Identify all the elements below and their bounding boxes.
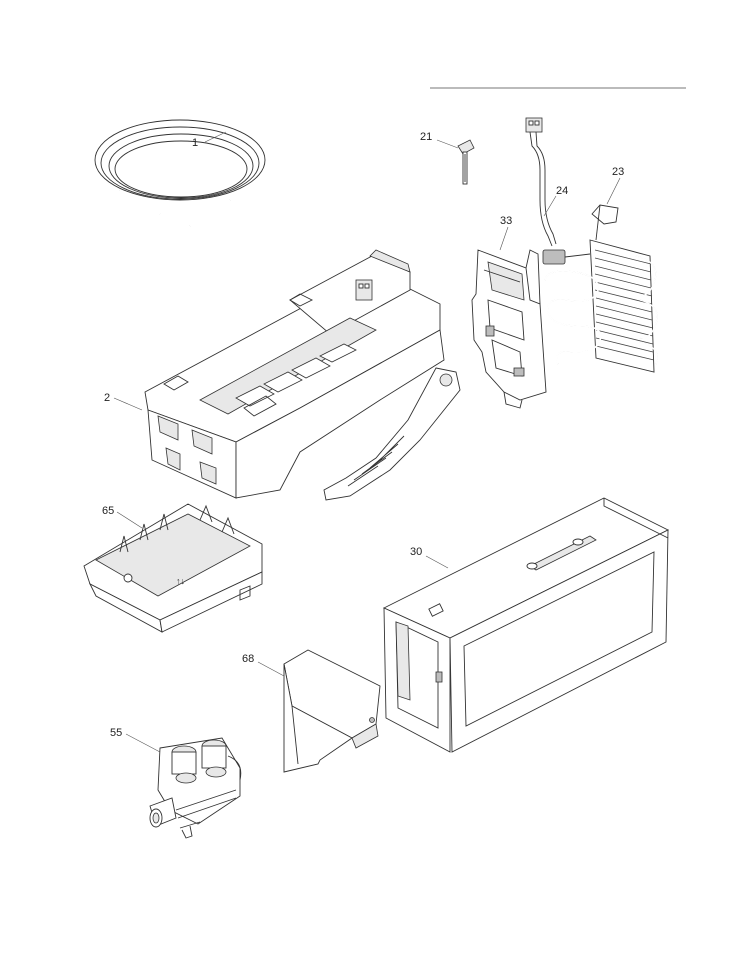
callout-leader-2 [113,397,143,411]
ice-maker-assembly-icon[interactable] [144,249,461,501]
thermistor-icon[interactable] [457,139,475,185]
ice-bin-icon[interactable] [382,497,670,753]
callout-33[interactable]: 33 [500,215,512,227]
callout-2[interactable]: 2 [104,392,110,404]
evaporator-coil-icon[interactable] [544,204,658,373]
callout-leader-33 [499,226,509,251]
ice-tray-icon[interactable]: ↑↓ [83,503,263,633]
callout-55[interactable]: 55 [110,727,122,739]
wire-harness-icon[interactable] [525,117,591,265]
callout-leader-30 [425,555,449,569]
callout-leader-23 [606,177,621,205]
callout-leader-24 [543,195,557,217]
callout-24[interactable]: 24 [556,185,568,197]
shield-cover-icon[interactable] [283,649,381,773]
callout-30[interactable]: 30 [410,546,422,558]
callout-leader-68 [257,661,285,677]
mold-cover-icon[interactable] [471,249,547,409]
callout-21[interactable]: 21 [420,131,432,143]
callout-65[interactable]: 65 [102,505,114,517]
water-valve-icon[interactable] [149,737,242,839]
coiled-tube-icon[interactable] [94,119,266,227]
callout-leader-65 [116,511,143,529]
callout-1[interactable]: 1 [192,137,198,149]
callout-68[interactable]: 68 [242,653,254,665]
callout-leader-55 [125,733,161,753]
callout-23[interactable]: 23 [612,166,624,178]
svg-text:↑↓: ↑↓ [176,576,185,586]
callout-leader-21 [436,139,459,149]
callout-leader-1 [204,131,227,143]
